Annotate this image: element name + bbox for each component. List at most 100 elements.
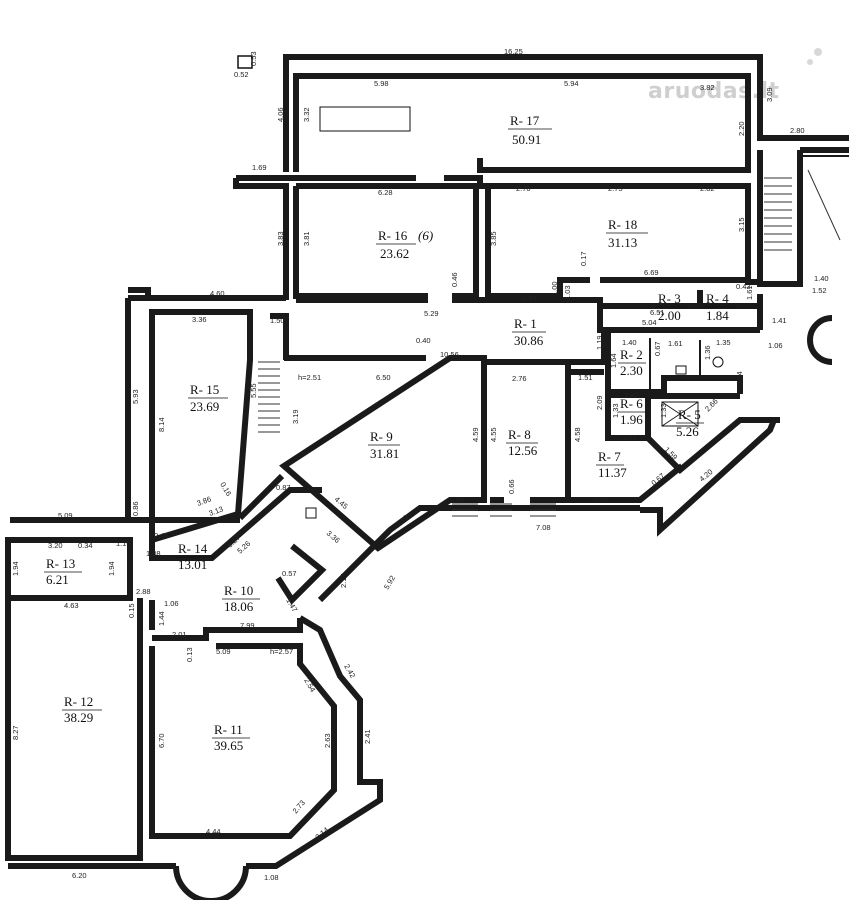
dimension: 1.64 [609, 353, 618, 368]
dimension: 1.16 [116, 539, 131, 548]
dimension: 4.44 [206, 827, 221, 836]
dimension: h=2.57 [270, 647, 293, 656]
staircase-right [764, 169, 841, 251]
room-label-r14: R- 14 [178, 541, 208, 556]
bathtub [661, 401, 699, 427]
bay-window [807, 315, 833, 365]
dimension: 1.36 [703, 345, 712, 360]
dimension: 1.40 [622, 338, 637, 347]
watermark-dot-icon [807, 59, 813, 65]
room-label-r16: R- 16 [378, 228, 408, 243]
room-area-r17: 50.91 [512, 132, 541, 147]
room-area-r14: 13.01 [178, 557, 207, 572]
dimension: 3.09 [765, 87, 774, 102]
dimension: 2.66 [703, 397, 720, 414]
dimension: 5.09 [216, 647, 231, 656]
dimension: 0.67 [650, 471, 667, 487]
dimension: 5.55 [249, 383, 258, 398]
dimension: 2.76 [516, 184, 531, 193]
dimension: 5.94 [564, 79, 579, 88]
dimension: 1.50 [270, 316, 285, 325]
dimension: 6.70 [157, 733, 166, 748]
dimension: 1.47 [624, 391, 639, 400]
dimension: 3.32 [302, 107, 311, 122]
dimension: 0.52 [234, 70, 249, 79]
room-label-r5: R- 5 [678, 407, 701, 422]
room-area-r12: 38.29 [64, 710, 93, 725]
room-area-r18: 31.13 [608, 235, 637, 250]
dimension: 0.13 [185, 647, 194, 662]
dimension: 1.33 [611, 403, 620, 418]
dimension: 3.36 [325, 529, 342, 545]
dimension: 0.16 [218, 481, 233, 498]
skylight-outline [319, 106, 411, 132]
dimension: 2.41 [363, 729, 372, 744]
room-label-r17: R- 17 [510, 113, 540, 128]
dimension: 1.35 [716, 338, 731, 347]
room-area-r6: 1.96 [620, 412, 643, 427]
dimension: h=2.51 [298, 373, 321, 382]
dimension: 0.53 [249, 51, 258, 66]
room-area-r7: 11.37 [598, 465, 627, 480]
bathtub-cross [661, 401, 699, 427]
dimension: 2.20 [737, 121, 746, 136]
room-area-r8: 12.56 [508, 443, 538, 458]
dimension: 0.34 [78, 541, 93, 550]
dimension: 1.77 [622, 433, 637, 442]
dimension: 2.88 [136, 587, 151, 596]
dimension: 1.41 [772, 316, 787, 325]
dimension: 1.00 [550, 281, 559, 296]
room-note-r16: (6) [418, 228, 433, 243]
dimension: 1.94 [107, 561, 116, 576]
dimension: 1.08 [146, 549, 161, 558]
dimension: 1.19 [595, 335, 604, 350]
room-label-r6: R- 6 [620, 396, 643, 411]
dimension: 7.08 [536, 523, 551, 532]
dimension: 0.17 [579, 251, 588, 266]
dimension: 0.46 [450, 272, 459, 287]
dimension: 4.63 [64, 601, 79, 610]
dimension: 1.69 [252, 163, 267, 172]
dimension: 2.63 [323, 733, 332, 748]
dimension: 2.09 [595, 395, 604, 410]
dimension: 1.52 [812, 286, 827, 295]
dimension: 3.36 [192, 315, 207, 324]
room-label-r9: R- 9 [370, 429, 393, 444]
shaft-marker [305, 507, 317, 519]
dimension: 4.58 [573, 427, 582, 442]
dimension: 1.08 [264, 873, 279, 882]
room-label-r1: R- 1 [514, 316, 537, 331]
dimension: 16.25 [504, 47, 523, 56]
dimension: 1.06 [768, 341, 783, 350]
dimension: 3.20 [48, 541, 63, 550]
room-label-r4: R- 4 [706, 291, 729, 306]
dimension: 10.56 [440, 350, 459, 359]
dimension: 7.99 [240, 621, 255, 630]
sink-icon [675, 365, 687, 375]
dimension: 2.17 [339, 573, 348, 588]
room-label-r18: R- 18 [608, 217, 637, 232]
dimension: 0.43 [736, 282, 751, 291]
dimension: 6.50 [376, 373, 391, 382]
dimension: 6.51 [650, 308, 665, 317]
room-label-r15: R- 15 [190, 382, 219, 397]
dimension: 0.86 [131, 501, 140, 516]
dimension: 0.45 [154, 531, 169, 540]
dimension: 4.06 [276, 107, 285, 122]
dimension: 5.92 [382, 574, 397, 591]
dimension: 2.59 [594, 495, 609, 504]
dimension: 1.06 [164, 599, 179, 608]
dimension: 1.93 [522, 294, 537, 303]
room-area-r4: 1.84 [706, 308, 729, 323]
room-area-r9: 31.81 [370, 446, 399, 461]
dimension: 2.64 [735, 371, 744, 386]
dimension: 5.93 [131, 389, 140, 404]
dimension: 2.01 [172, 630, 187, 639]
dimension: 3.14 [314, 825, 331, 841]
dimension: 1.33 [659, 403, 668, 418]
toilet-icon [712, 356, 724, 368]
dimension: 3.15 [737, 217, 746, 232]
dimension: 3.83 [276, 231, 285, 246]
dimension: 2.73 [291, 798, 307, 815]
room-label-r3: R- 3 [658, 291, 681, 306]
